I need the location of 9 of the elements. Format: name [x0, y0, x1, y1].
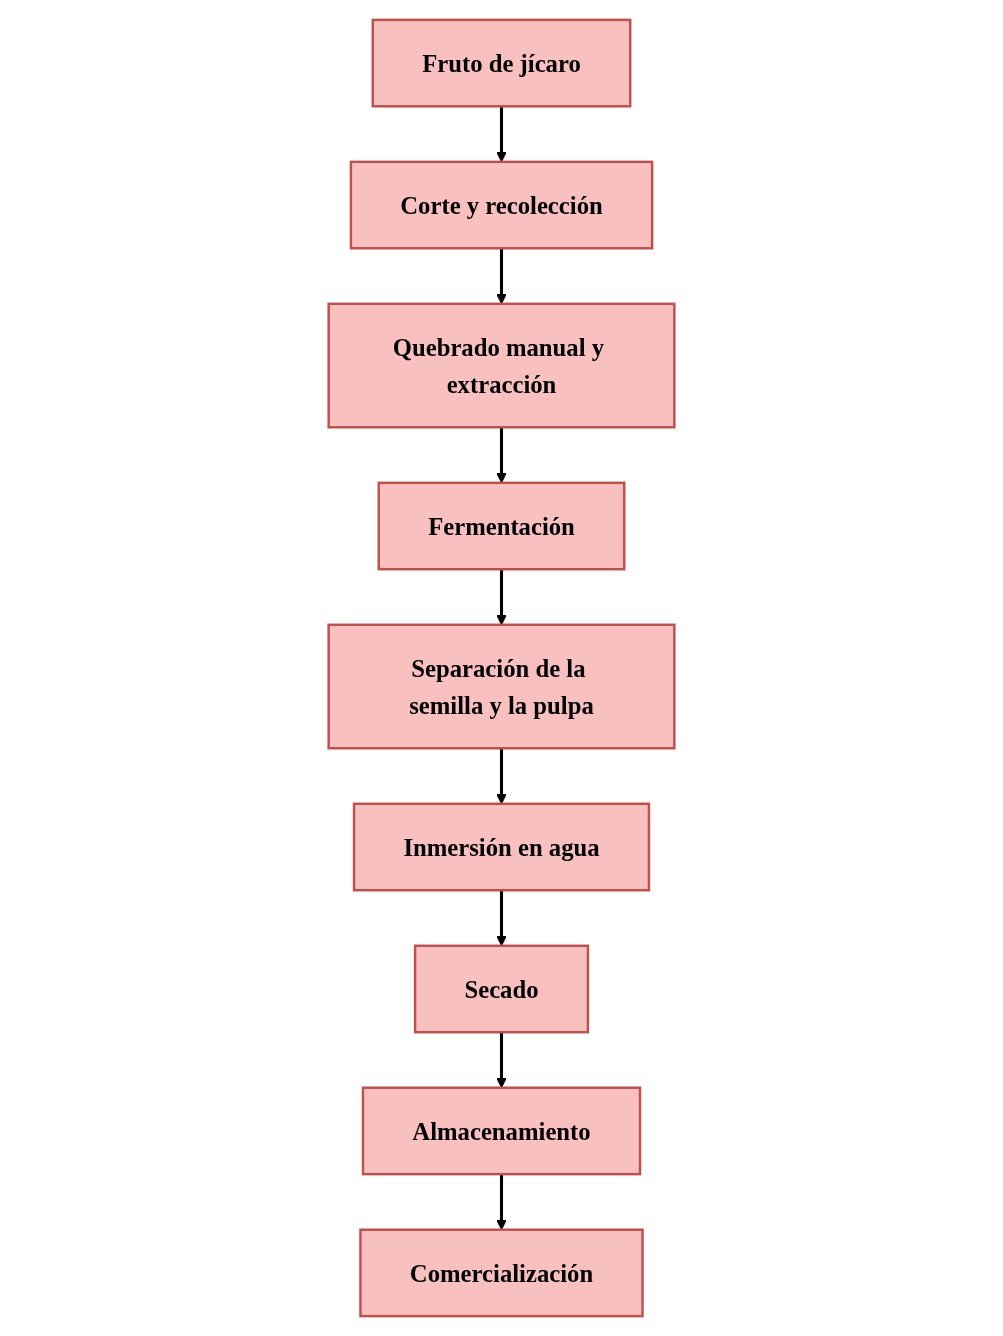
- node-box: Comercialización: [359, 1228, 644, 1318]
- node-box: Corte y recolección: [349, 160, 654, 250]
- node-box: Fruto de jícaro: [371, 18, 632, 108]
- node-box: Separación de la semilla y la pulpa: [327, 623, 676, 750]
- node-box: Fermentación: [377, 481, 626, 571]
- node-box: Quebrado manual y extracción: [327, 302, 676, 429]
- node-box: Almacenamiento: [361, 1086, 642, 1176]
- node-box: Secado: [413, 944, 590, 1034]
- node-box: Inmersión en agua: [352, 802, 651, 892]
